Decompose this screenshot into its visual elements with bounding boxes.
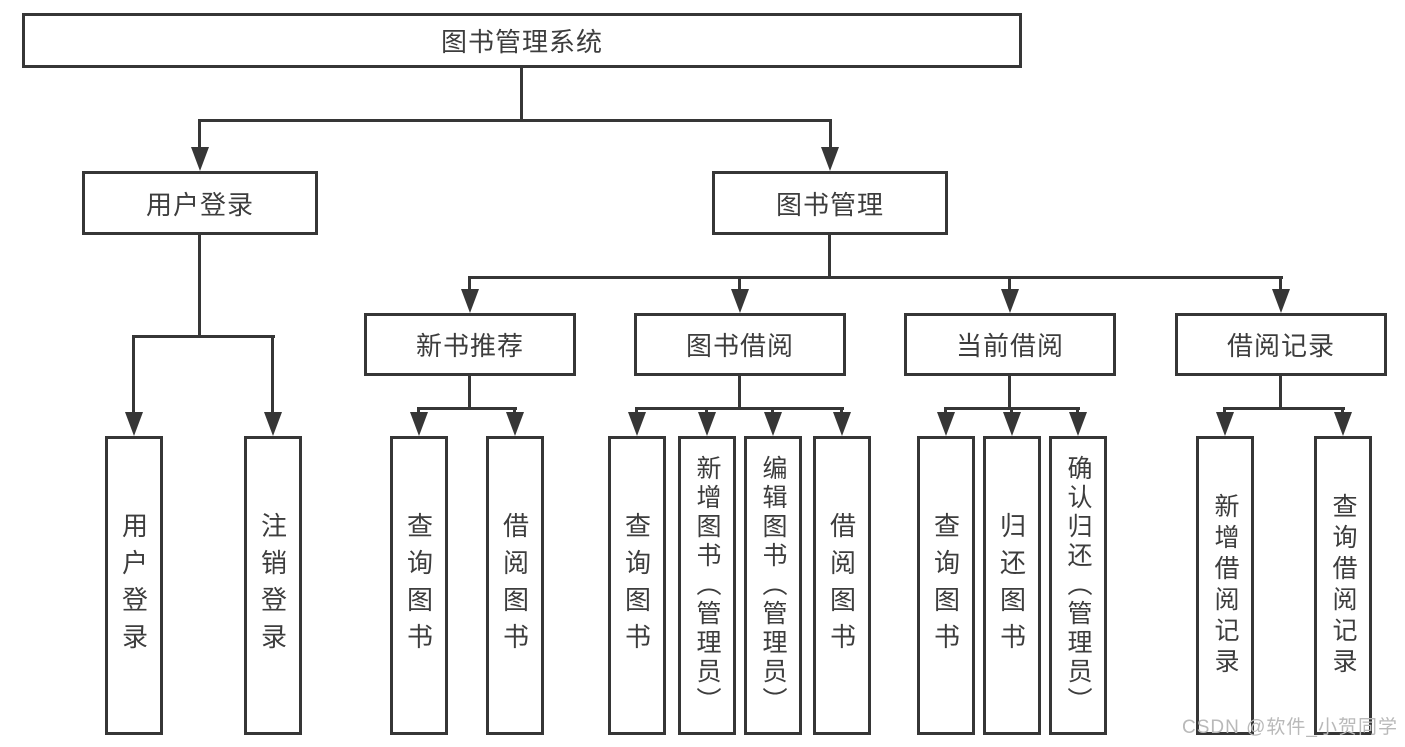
connector-line: [1008, 376, 1011, 409]
connector-line: [1010, 407, 1013, 415]
arrow-down-icon: [628, 412, 646, 436]
node-user-login: 用户登录: [82, 171, 318, 235]
connector-line: [705, 407, 708, 415]
connector-line: [1279, 276, 1282, 292]
connector-line: [1279, 376, 1282, 409]
arrow-down-icon: [764, 412, 782, 436]
arrow-down-icon: [937, 412, 955, 436]
node-borrowing-records: 借阅记录: [1175, 313, 1387, 376]
leaf-query-books-current: 查询图书: [917, 436, 975, 735]
node-system-root: 图书管理系统: [22, 13, 1022, 68]
leaf-logout: 注销登录: [244, 436, 302, 735]
arrow-down-icon: [833, 412, 851, 436]
connector-line: [417, 407, 517, 410]
connector-line: [468, 276, 1283, 279]
connector-line: [198, 119, 832, 122]
connector-line: [635, 407, 638, 415]
arrow-down-icon: [191, 147, 209, 171]
connector-line: [271, 335, 274, 415]
connector-line: [635, 407, 844, 410]
connector-line: [198, 235, 201, 337]
connector-line: [1076, 407, 1079, 415]
connector-line: [417, 407, 420, 415]
node-book-borrowing: 图书借阅: [634, 313, 846, 376]
connector-line: [1223, 407, 1226, 415]
connector-line: [840, 407, 843, 415]
arrow-down-icon: [1272, 289, 1290, 313]
leaf-add-book-admin: 新增图书（管理员）: [678, 436, 736, 735]
arrow-down-icon: [1216, 412, 1234, 436]
node-new-book-recommend: 新书推荐: [364, 313, 576, 376]
node-book-management: 图书管理: [712, 171, 948, 235]
arrow-down-icon: [410, 412, 428, 436]
arrow-down-icon: [1003, 412, 1021, 436]
connector-line: [468, 376, 471, 409]
connector-line: [1341, 407, 1344, 415]
connector-line: [198, 119, 201, 149]
arrow-down-icon: [731, 289, 749, 313]
arrow-down-icon: [1334, 412, 1352, 436]
connector-line: [771, 407, 774, 415]
arrow-down-icon: [506, 412, 524, 436]
connector-line: [1223, 407, 1345, 410]
leaf-query-borrow-record: 查询借阅记录: [1314, 436, 1372, 735]
leaf-return-book: 归还图书: [983, 436, 1041, 735]
arrow-down-icon: [698, 412, 716, 436]
connector-line: [828, 235, 831, 278]
connector-line: [829, 119, 832, 149]
connector-line: [944, 407, 947, 415]
connector-line: [513, 407, 516, 415]
leaf-user-login: 用户登录: [105, 436, 163, 735]
connector-line: [132, 335, 135, 415]
connector-line: [738, 376, 741, 409]
csdn-watermark: CSDN @软件_小贺同学: [1182, 717, 1398, 738]
leaf-add-borrow-record: 新增借阅记录: [1196, 436, 1254, 735]
leaf-confirm-return-admin: 确认归还（管理员）: [1049, 436, 1107, 735]
leaf-query-books-recommend: 查询图书: [390, 436, 448, 735]
arrow-down-icon: [461, 289, 479, 313]
arrow-down-icon: [1001, 289, 1019, 313]
leaf-borrow-books-borrowing: 借阅图书: [813, 436, 871, 735]
arrow-down-icon: [1069, 412, 1087, 436]
arrow-down-icon: [125, 412, 143, 436]
node-current-borrowing: 当前借阅: [904, 313, 1116, 376]
connector-line: [132, 335, 275, 338]
connector-line: [468, 276, 471, 292]
connector-line: [1008, 276, 1011, 292]
connector-line: [738, 276, 741, 292]
arrow-down-icon: [264, 412, 282, 436]
connector-line: [520, 68, 523, 121]
leaf-borrow-books-recommend: 借阅图书: [486, 436, 544, 735]
leaf-edit-book-admin: 编辑图书（管理员）: [744, 436, 802, 735]
arrow-down-icon: [821, 147, 839, 171]
leaf-query-books-borrowing: 查询图书: [608, 436, 666, 735]
